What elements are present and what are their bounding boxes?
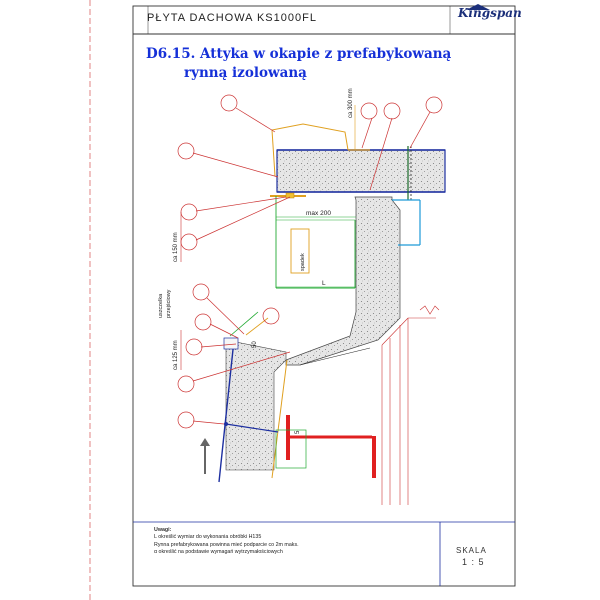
slope-label: spadek: [300, 253, 306, 271]
dim-max-200: max 200: [306, 210, 331, 217]
scale-value: 1 : 5: [462, 557, 485, 567]
callouts: [177, 94, 443, 429]
drawing-title: D6.15. Attyka w okapie z prefabykowaną r…: [146, 45, 451, 83]
dim-ca-300: ca 300 mm: [348, 88, 354, 118]
scale-label: SKALA: [456, 546, 487, 555]
dim-ca-125: ca 125 mm: [173, 340, 179, 370]
drawing-title-line2: rynną izolowaną: [184, 65, 307, 81]
wall-panel: [218, 311, 288, 483]
callout-9: [194, 313, 239, 339]
callout-6: [180, 196, 287, 221]
sheet-title: PŁYTA DACHOWA KS1000FL: [147, 12, 317, 24]
dim-ca-150: ca 150 mm: [173, 232, 179, 262]
seal-label: uszczelka: [158, 293, 164, 318]
drawing-title-line1: D6.15. Attyka w okapie z prefabykowaną: [146, 46, 452, 62]
dimension-lines: [180, 105, 356, 474]
notes-heading: Uwagi:: [154, 527, 172, 533]
steel-beam: [224, 415, 376, 478]
callout-8: [192, 283, 245, 335]
prefab-gutter: [285, 196, 421, 366]
callout-13: [262, 307, 280, 325]
note-line-2: Rynna prefabrykowana powinna mieć podpar…: [154, 541, 299, 548]
callout-2: [177, 142, 279, 178]
note-line-1: L określić wymiar do wykonania obróbki H…: [154, 534, 262, 541]
sheet-frame: [89, 0, 516, 600]
kingspan-logo: Kingspan: [458, 6, 522, 20]
callout-1: [220, 94, 276, 133]
callout-12: [177, 411, 225, 429]
notes-block: Uwagi: L określić wymiar do wykonania ob…: [154, 527, 299, 557]
gutter-bracket: [275, 196, 356, 289]
callout-10: [185, 338, 237, 356]
roof-panel: [276, 146, 446, 200]
structure-column: [381, 305, 440, 505]
dim-5: 5: [295, 430, 301, 434]
callout-11: [177, 351, 291, 393]
logo-mark-icon: [466, 4, 490, 10]
note-line-3: α określić na podstawie wymagań wytrzyma…: [154, 549, 283, 556]
dim-50: 50: [252, 341, 258, 348]
callout-4: [369, 102, 401, 191]
callout-5: [409, 96, 443, 149]
callout-7: [180, 196, 291, 251]
transition-label: przejściowy: [166, 289, 172, 318]
callout-3: [360, 102, 378, 149]
dim-l: L: [322, 280, 326, 287]
